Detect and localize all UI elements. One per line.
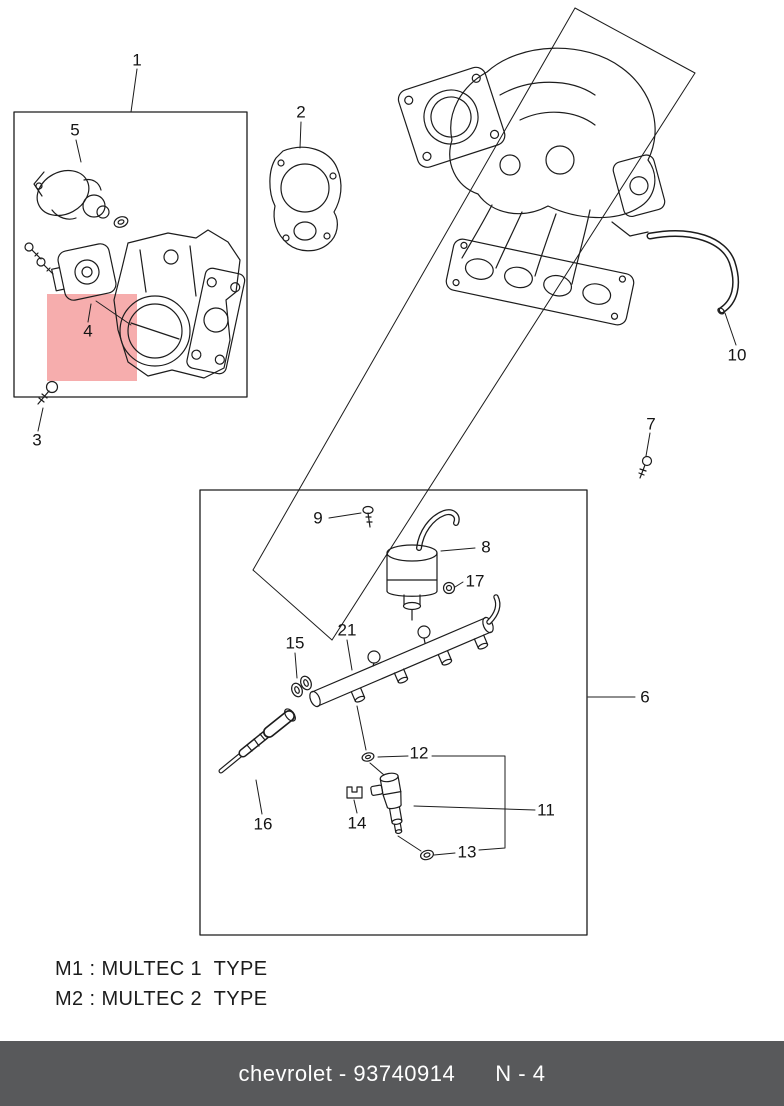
callout-2[interactable]: 2 — [296, 102, 306, 122]
clip-14 — [346, 786, 363, 799]
callout-4[interactable]: 4 — [83, 321, 93, 341]
injector — [370, 772, 403, 835]
bolt-7 — [638, 455, 653, 479]
fuel-rail-box — [199, 489, 588, 936]
washer — [113, 216, 129, 228]
callout-1[interactable]: 1 — [132, 50, 142, 70]
gasket — [269, 146, 342, 252]
footer-page-ref: N - 4 — [495, 1060, 546, 1086]
callout-9[interactable]: 9 — [313, 508, 323, 528]
nut-17 — [442, 581, 456, 595]
footer-bar: chevrolet - 93740914 N - 4 — [0, 1041, 784, 1106]
intake-manifold — [397, 47, 666, 326]
screw-9 — [362, 505, 374, 528]
callout-6[interactable]: 6 — [640, 687, 650, 707]
callout-11[interactable]: 11 — [537, 800, 555, 820]
iac-valve — [33, 169, 110, 220]
callout-5[interactable]: 5 — [70, 120, 80, 140]
callout-12[interactable]: 12 — [409, 743, 429, 763]
callout-14[interactable]: 14 — [347, 813, 367, 833]
tps-sensor — [51, 243, 132, 326]
callout-10[interactable]: 10 — [727, 345, 747, 365]
bolt-3 — [37, 380, 59, 405]
pressure-regulator — [386, 509, 460, 621]
note-multec2-type: M2 : MULTEC 2 TYPE — [55, 988, 268, 1010]
leader-lines — [37, 68, 737, 856]
callout-21[interactable]: 21 — [337, 620, 357, 640]
callout-15[interactable]: 15 — [285, 633, 305, 653]
oring-15 — [291, 675, 312, 698]
callout-17[interactable]: 17 — [465, 571, 485, 591]
oring-13 — [420, 849, 434, 861]
throttle-body — [113, 229, 246, 379]
callout-13[interactable]: 13 — [457, 842, 477, 862]
note-multec1-type: M1 : MULTEC 1 TYPE — [55, 958, 268, 980]
callout-16[interactable]: 16 — [253, 814, 273, 834]
oring-12 — [361, 752, 375, 762]
damper-16 — [218, 708, 296, 774]
callout-8[interactable]: 8 — [481, 537, 491, 557]
highlight-region[interactable] — [47, 294, 137, 381]
perspective-lines — [252, 7, 696, 641]
footer-catalog-number: chevrolet - 93740914 — [238, 1060, 456, 1086]
callout-7[interactable]: 7 — [646, 414, 656, 434]
egr-pipe — [646, 230, 740, 315]
type-notes: M1 : MULTEC 1 TYPE M2 : MULTEC 2 TYPE — [55, 958, 267, 1018]
tps-screws — [24, 242, 54, 275]
callout-3[interactable]: 3 — [32, 430, 42, 450]
fuel-rail — [309, 594, 501, 708]
injector-sockets — [350, 634, 489, 703]
